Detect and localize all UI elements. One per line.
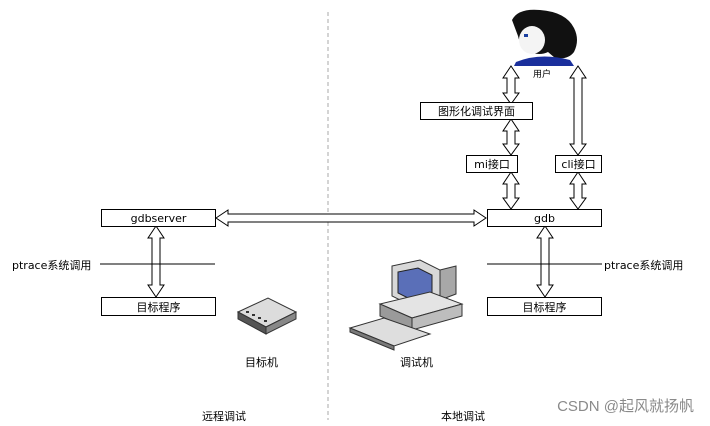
- target-device-icon: [236, 297, 298, 335]
- user-label: 用户: [533, 70, 552, 80]
- arrow-mi-gdb: [502, 171, 520, 210]
- ptrace-label-left: ptrace系统调用: [12, 259, 92, 272]
- target-program-box-left: 目标程序: [101, 297, 216, 316]
- cli-interface-box: cli接口: [555, 155, 602, 173]
- ptrace-label-right: ptrace系统调用: [604, 259, 684, 272]
- gdb-box: gdb: [487, 209, 602, 227]
- debug-computer-icon: [348, 259, 464, 351]
- target-program-box-right: 目标程序: [487, 297, 602, 316]
- arrow-cli-gdb: [569, 171, 587, 210]
- gdbserver-box: gdbserver: [101, 209, 216, 227]
- debug-machine-label: 调试机: [400, 356, 433, 369]
- arrow-gui-mi: [502, 118, 520, 156]
- arrow-user-gui: [502, 65, 520, 105]
- arrow-gdb-target: [536, 225, 554, 298]
- user-avatar-icon: [512, 9, 577, 66]
- local-debug-label: 本地调试: [441, 410, 485, 423]
- arrow-gdbserver-target: [147, 225, 165, 298]
- watermark: CSDN @起风就扬帆: [557, 398, 694, 415]
- remote-debug-label: 远程调试: [202, 410, 246, 423]
- target-machine-label: 目标机: [245, 356, 278, 369]
- gui-box: 图形化调试界面: [420, 102, 533, 120]
- arrow-user-cli: [569, 65, 587, 156]
- mi-interface-box: mi接口: [466, 155, 518, 173]
- arrow-gdbserver-gdb: [215, 209, 487, 227]
